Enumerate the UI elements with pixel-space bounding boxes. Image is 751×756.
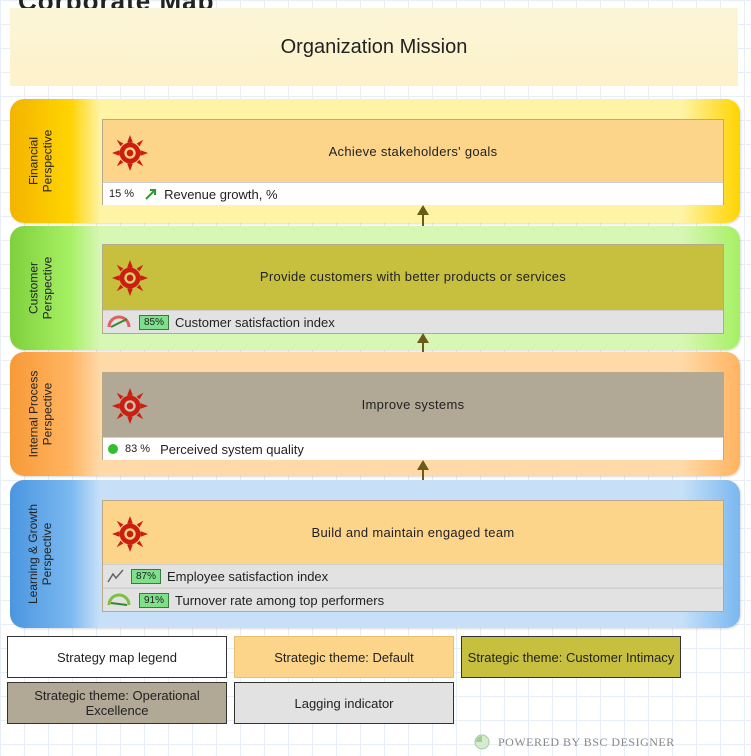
gauge-icon (107, 593, 131, 606)
kpi-row[interactable]: 91% Turnover rate among top performers (103, 588, 723, 611)
kpi-label: Turnover rate among top performers (175, 592, 385, 608)
objective-card[interactable]: Provide customers with better products o… (102, 244, 724, 334)
legend-customer-theme: Strategic theme: Customer Intimacy (461, 636, 681, 678)
objective-title: Improve systems (361, 396, 465, 412)
arrow-up-icon (417, 333, 429, 343)
kpi-badge: 91% (139, 592, 170, 608)
objective-card[interactable]: Achieve stakeholders' goals 15 % Revenue… (102, 119, 724, 205)
sun-icon (111, 387, 149, 425)
legend-lagging-indicator: Lagging indicator (234, 682, 454, 724)
mission-label: Organization Mission (280, 35, 468, 58)
sun-icon (111, 515, 149, 553)
powered-by: POWERED BY BSC DESIGNER (472, 734, 675, 750)
kpi-row[interactable]: 87% Employee satisfaction index (103, 564, 723, 587)
kpi-badge: 85% (139, 314, 170, 330)
kpi-label: Employee satisfaction index (167, 568, 329, 584)
objective-card[interactable]: Improve systems 83 % Perceived system qu… (102, 372, 724, 460)
arrow-up-icon (417, 205, 429, 215)
arrow-up-right-icon (145, 189, 157, 200)
sun-icon (111, 134, 149, 172)
kpi-label: Customer satisfaction index (175, 314, 335, 330)
kpi-label: Revenue growth, % (164, 186, 278, 202)
legend-title: Strategy map legend (7, 636, 227, 678)
green-dot-icon (108, 444, 118, 454)
objective-title: Achieve stakeholders' goals (328, 143, 498, 159)
perspective-label: Internal Process Perspective (26, 370, 54, 458)
connector-line (422, 212, 424, 238)
kpi-badge: 87% (131, 568, 162, 584)
legend-operational-theme: Strategic theme: Operational Excellence (7, 682, 227, 724)
perspective-label: Learning & Growth Perspective (26, 503, 54, 605)
kpi-value: 15 % (109, 188, 135, 200)
objective-card[interactable]: Build and maintain engaged team 87% Empl… (102, 500, 724, 612)
objective-title: Build and maintain engaged team (311, 524, 515, 540)
kpi-label: Perceived system quality (160, 441, 304, 457)
gauge-icon (107, 315, 131, 328)
powered-by-text: POWERED BY BSC DESIGNER (498, 734, 675, 749)
kpi-value: 83 % (125, 443, 151, 455)
sun-icon (111, 259, 149, 297)
legend-default-theme: Strategic theme: Default (234, 636, 454, 678)
perspective-label: Financial Perspective (26, 129, 55, 193)
sparkline-icon (107, 569, 124, 583)
mission-banner: Organization Mission (10, 8, 738, 86)
arrow-up-icon (417, 460, 429, 470)
perspective-label: Customer Perspective (26, 256, 55, 320)
bsc-designer-logo-icon (474, 734, 490, 750)
kpi-row[interactable]: 83 % Perceived system quality (103, 437, 723, 460)
kpi-row[interactable]: 85% Customer satisfaction index (103, 310, 723, 333)
objective-title: Provide customers with better products o… (259, 268, 567, 284)
kpi-row[interactable]: 15 % Revenue growth, % (103, 182, 723, 205)
